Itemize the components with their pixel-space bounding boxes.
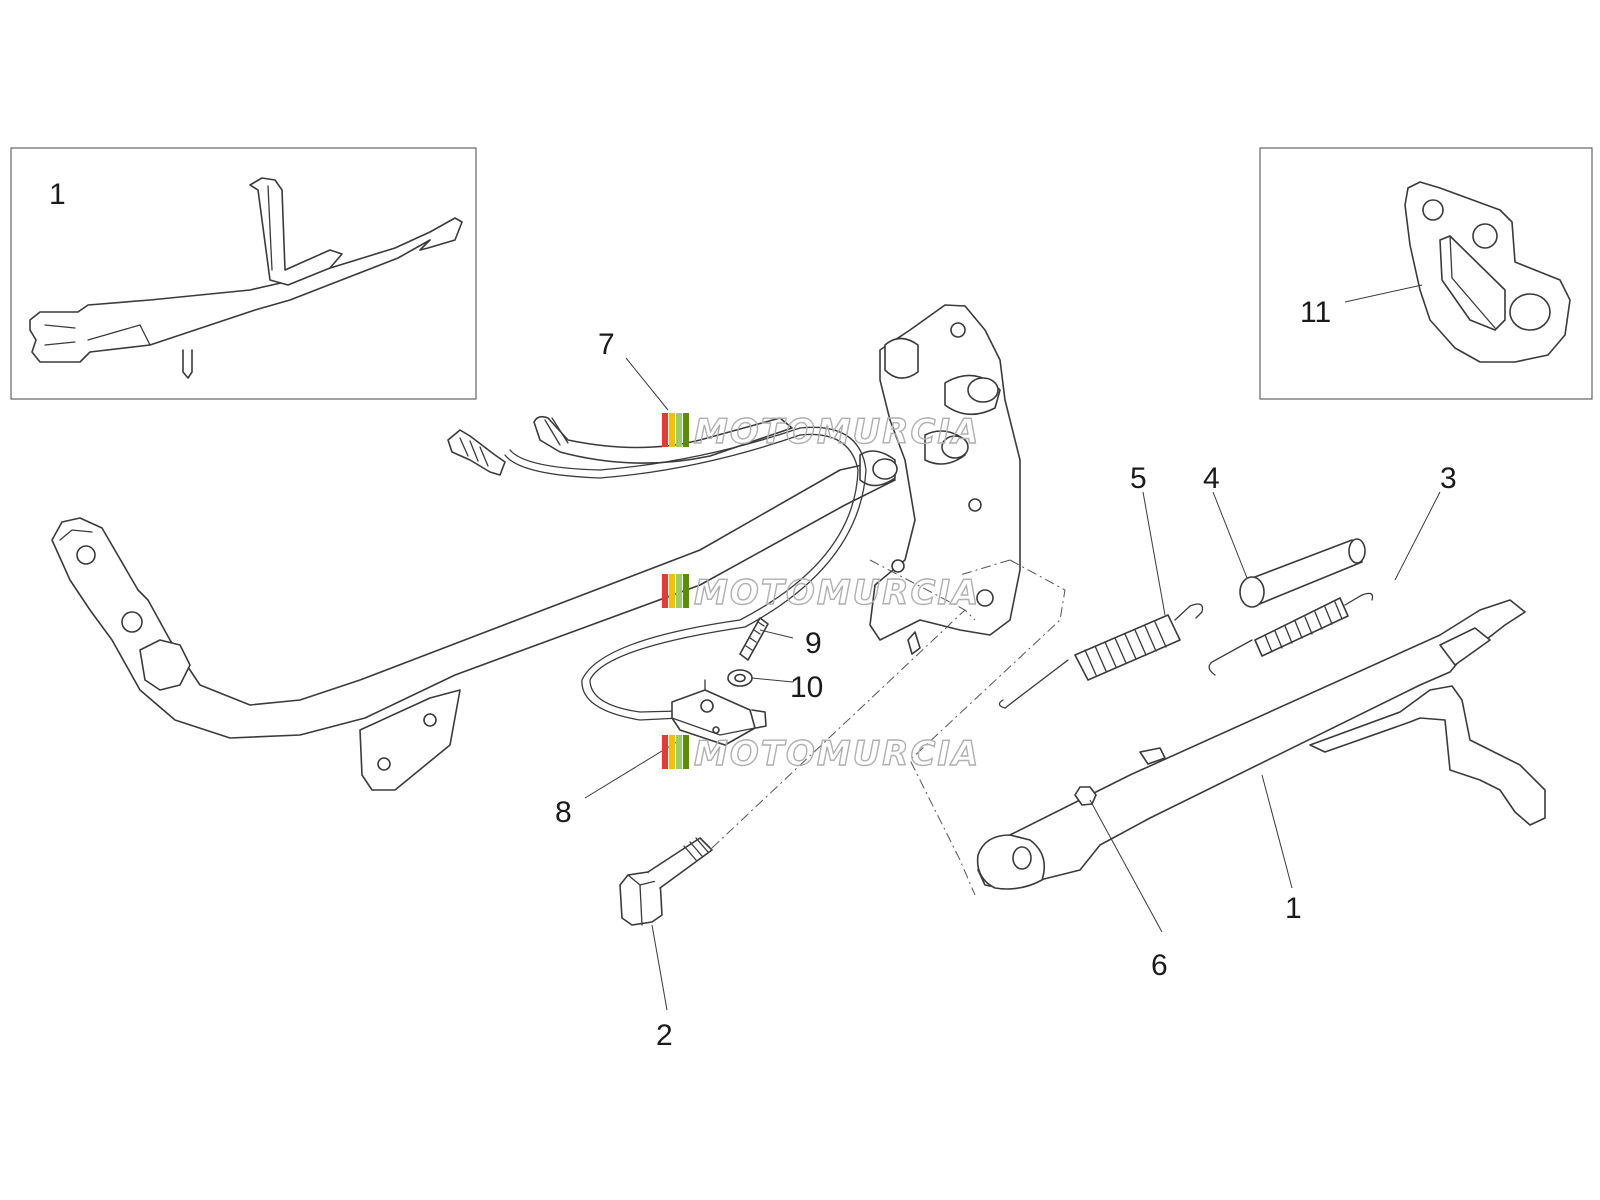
callout-9: 9 bbox=[805, 627, 822, 660]
watermark-text: MOTOMURCIA bbox=[694, 734, 980, 774]
screw-9 bbox=[739, 617, 769, 661]
callout-inset-1: 1 bbox=[49, 178, 66, 211]
callouts: 1 11 7 5 4 3 9 10 8 2 6 1 bbox=[49, 178, 1457, 1052]
bracket-plate-drawing bbox=[1404, 181, 1571, 363]
callout-11: 11 bbox=[1300, 296, 1331, 329]
assembly-lines bbox=[711, 559, 1066, 896]
callout-2: 2 bbox=[656, 1019, 673, 1052]
callout-7: 7 bbox=[598, 328, 615, 361]
spring-5 bbox=[998, 603, 1204, 709]
bushing-4 bbox=[1239, 538, 1366, 608]
watermark-text: MOTOMURCIA bbox=[694, 573, 980, 613]
watermark-3: MOTOMURCIA bbox=[662, 733, 980, 775]
leader-lines bbox=[584, 284, 1441, 1011]
mount-bracket bbox=[859, 304, 1021, 655]
inset-side-stand-drawing bbox=[29, 177, 463, 379]
washer-10 bbox=[727, 669, 753, 687]
callout-6: 6 bbox=[1151, 949, 1168, 982]
side-stand bbox=[976, 599, 1546, 890]
center-stand-frame bbox=[51, 459, 896, 791]
callout-1: 1 bbox=[1285, 892, 1302, 925]
inset-left-frame bbox=[10, 147, 477, 400]
stand-switch bbox=[671, 679, 767, 746]
callout-10: 10 bbox=[790, 671, 823, 704]
callout-5: 5 bbox=[1130, 462, 1147, 495]
watermark-2: MOTOMURCIA bbox=[662, 572, 980, 614]
callout-3: 3 bbox=[1440, 462, 1457, 495]
inset-right-frame bbox=[1259, 147, 1593, 400]
pivot-bolt bbox=[619, 837, 713, 926]
callout-8: 8 bbox=[555, 796, 572, 829]
watermark-1: MOTOMURCIA bbox=[662, 411, 980, 453]
spring-3 bbox=[1208, 592, 1374, 676]
callout-4: 4 bbox=[1203, 462, 1220, 495]
watermark-text: MOTOMURCIA bbox=[694, 412, 980, 452]
